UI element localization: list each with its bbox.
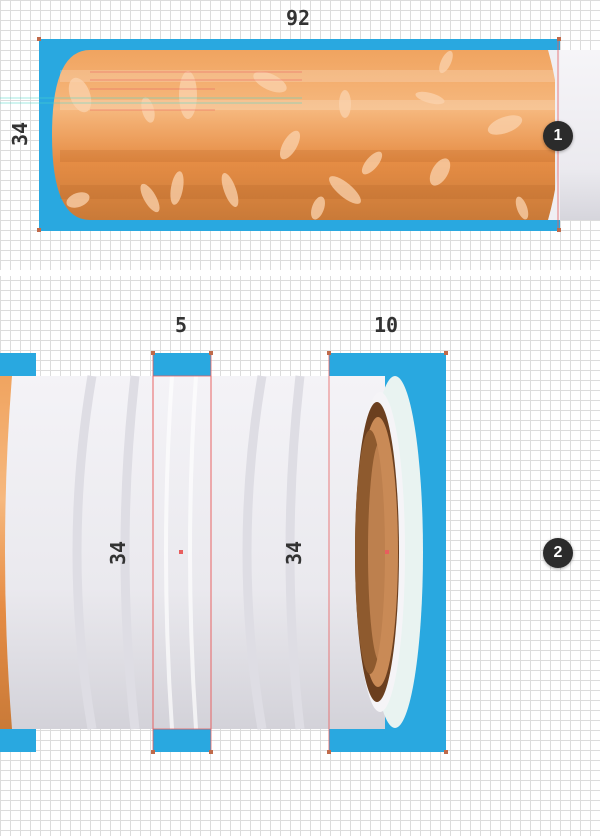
ring-selection-top xyxy=(153,353,211,376)
section-divider xyxy=(0,270,600,276)
left-selection-bottom xyxy=(0,729,36,752)
step1-anchor-points xyxy=(37,37,561,232)
step2-badge: 2 xyxy=(543,538,573,568)
cap-width-label: 10 xyxy=(374,313,399,337)
step1-illustration xyxy=(0,37,600,232)
paper-stripes xyxy=(72,375,305,730)
paper-cut-curve xyxy=(548,50,560,220)
ring-height-label: 34 xyxy=(106,540,131,566)
step1-height-label: 34 xyxy=(8,121,33,147)
ring-width-label: 5 xyxy=(175,313,188,337)
paper-cylinder xyxy=(5,376,385,729)
step1-badge: 1 xyxy=(543,121,573,151)
step2-illustration xyxy=(0,351,448,754)
tobacco-flakes xyxy=(66,50,529,220)
left-selection-top xyxy=(0,353,36,376)
cap-height-label: 34 xyxy=(282,540,307,566)
guide-lines xyxy=(0,71,302,111)
ring-selection-bottom xyxy=(153,729,211,752)
step1-width-label: 92 xyxy=(286,6,311,30)
step2-anchor-points xyxy=(151,351,448,754)
